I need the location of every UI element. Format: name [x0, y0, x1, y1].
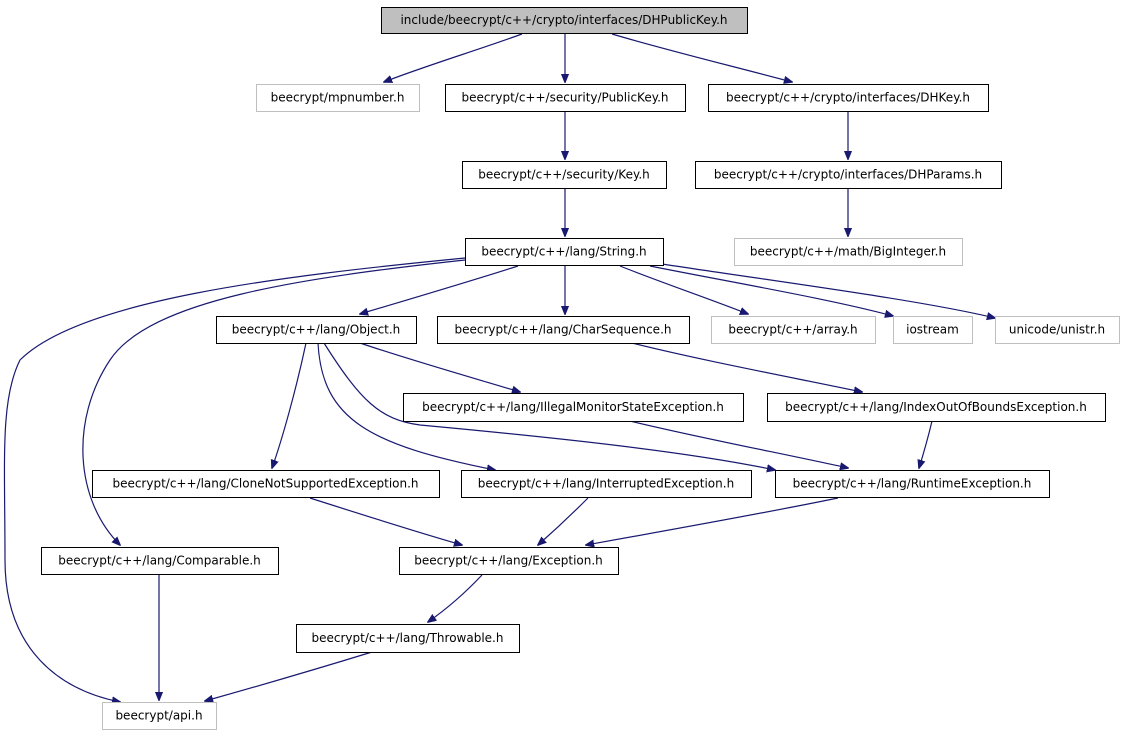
node-box-unistr[interactable] [995, 316, 1120, 344]
edge-interrupted-to-exception [538, 497, 589, 545]
edge-object-to-illegalmonitor [359, 342, 520, 392]
node-box-indexoutofbounds[interactable] [767, 393, 1106, 422]
node-throwable[interactable]: beecrypt/c++/lang/Throwable.h [296, 624, 520, 653]
node-label-runtime: beecrypt/c++/lang/RuntimeException.h [793, 477, 1032, 491]
node-exception[interactable]: beecrypt/c++/lang/Exception.h [399, 547, 619, 575]
node-label-object: beecrypt/c++/lang/Object.h [232, 323, 401, 337]
edge-exception-to-throwable [428, 574, 483, 622]
edge-string-to-object [360, 265, 519, 314]
node-label-iostream: iostream [906, 323, 959, 337]
node-box-dhpublickey[interactable] [381, 7, 748, 34]
node-box-runtime[interactable] [775, 470, 1050, 498]
edge-dhpublickey-to-dhkey [611, 33, 792, 82]
node-string[interactable]: beecrypt/c++/lang/String.h [465, 238, 664, 266]
node-box-iostream[interactable] [893, 316, 973, 344]
node-label-key: beecrypt/c++/security/Key.h [478, 168, 650, 182]
node-clonenotsupported[interactable]: beecrypt/c++/lang/CloneNotSupportedExcep… [92, 470, 440, 498]
node-box-string[interactable] [465, 238, 664, 266]
node-label-publickey: beecrypt/c++/security/PublicKey.h [461, 91, 668, 105]
node-comparable[interactable]: beecrypt/c++/lang/Comparable.h [41, 547, 279, 575]
edge-illegalmonitor-to-runtime [629, 420, 848, 468]
node-mpnumber[interactable]: beecrypt/mpnumber.h [256, 84, 420, 112]
node-box-key[interactable] [462, 161, 667, 189]
edge-string-to-api [3, 257, 466, 702]
node-box-object[interactable] [216, 316, 417, 344]
node-api[interactable]: beecrypt/api.h [102, 702, 217, 730]
node-box-illegalmonitor[interactable] [403, 393, 744, 422]
edge-charsequence-to-indexoutofbounds [631, 342, 862, 392]
node-label-api: beecrypt/api.h [115, 709, 202, 723]
node-box-dhkey[interactable] [708, 84, 989, 112]
node-box-clonenotsupported[interactable] [92, 470, 440, 498]
node-box-publickey[interactable] [445, 84, 686, 112]
edge-string-to-comparable [82, 259, 466, 545]
node-label-dhpublickey: include/beecrypt/c++/crypto/interfaces/D… [400, 13, 727, 27]
node-box-dhparams[interactable] [695, 161, 1002, 189]
node-box-array[interactable] [711, 316, 876, 344]
edge-clonenotsupported-to-exception [309, 497, 462, 545]
node-publickey[interactable]: beecrypt/c++/security/PublicKey.h [445, 84, 686, 112]
node-key[interactable]: beecrypt/c++/security/Key.h [462, 161, 667, 189]
node-label-unistr: unicode/unistr.h [1009, 323, 1105, 337]
node-charsequence[interactable]: beecrypt/c++/lang/CharSequence.h [437, 316, 690, 344]
node-indexoutofbounds[interactable]: beecrypt/c++/lang/IndexOutOfBoundsExcept… [767, 393, 1106, 422]
edge-runtime-to-exception [586, 497, 839, 545]
node-interrupted[interactable]: beecrypt/c++/lang/InterruptedException.h [461, 470, 752, 498]
edge-object-to-interrupted [317, 342, 495, 470]
node-object[interactable]: beecrypt/c++/lang/Object.h [216, 316, 417, 344]
nodes-layer: include/beecrypt/c++/crypto/interfaces/D… [41, 7, 1120, 730]
edge-dhpublickey-to-mpnumber [384, 33, 523, 82]
node-label-charsequence: beecrypt/c++/lang/CharSequence.h [455, 323, 672, 337]
node-label-array: beecrypt/c++/array.h [728, 323, 857, 337]
node-box-charsequence[interactable] [437, 316, 690, 344]
node-label-interrupted: beecrypt/c++/lang/InterruptedException.h [478, 477, 734, 491]
edge-indexoutofbounds-to-runtime [919, 420, 933, 468]
edge-string-to-iostream [649, 265, 893, 316]
node-box-comparable[interactable] [41, 547, 279, 575]
node-biginteger[interactable]: beecrypt/c++/math/BigInteger.h [734, 238, 963, 266]
node-label-string: beecrypt/c++/lang/String.h [481, 245, 646, 259]
node-label-throwable: beecrypt/c++/lang/Throwable.h [312, 631, 504, 645]
node-box-throwable[interactable] [296, 624, 520, 653]
node-dhparams[interactable]: beecrypt/c++/crypto/interfaces/DHParams.… [695, 161, 1002, 189]
node-label-comparable: beecrypt/c++/lang/Comparable.h [58, 554, 261, 568]
node-array[interactable]: beecrypt/c++/array.h [711, 316, 876, 344]
node-box-interrupted[interactable] [461, 470, 752, 498]
node-label-dhparams: beecrypt/c++/crypto/interfaces/DHParams.… [714, 168, 982, 182]
edges-layer [3, 33, 995, 702]
edge-string-to-unistr [661, 263, 995, 318]
node-box-exception[interactable] [399, 547, 619, 575]
node-dhpublickey[interactable]: include/beecrypt/c++/crypto/interfaces/D… [381, 7, 748, 34]
node-label-indexoutofbounds: beecrypt/c++/lang/IndexOutOfBoundsExcept… [785, 400, 1087, 414]
node-label-clonenotsupported: beecrypt/c++/lang/CloneNotSupportedExcep… [112, 477, 418, 491]
node-label-biginteger: beecrypt/c++/math/BigInteger.h [750, 245, 946, 259]
edge-string-to-array [619, 265, 748, 314]
node-label-dhkey: beecrypt/c++/crypto/interfaces/DHKey.h [726, 91, 970, 105]
node-illegalmonitor[interactable]: beecrypt/c++/lang/IllegalMonitorStateExc… [403, 393, 744, 422]
node-runtime[interactable]: beecrypt/c++/lang/RuntimeException.h [775, 470, 1050, 498]
node-label-exception: beecrypt/c++/lang/Exception.h [414, 554, 603, 568]
edge-throwable-to-api [205, 651, 373, 701]
edge-object-to-clonenotsupported [272, 342, 307, 468]
node-iostream[interactable]: iostream [893, 316, 973, 344]
node-unistr[interactable]: unicode/unistr.h [995, 316, 1120, 344]
node-label-mpnumber: beecrypt/mpnumber.h [271, 91, 405, 105]
node-dhkey[interactable]: beecrypt/c++/crypto/interfaces/DHKey.h [708, 84, 989, 112]
node-box-api[interactable] [102, 702, 217, 730]
node-box-biginteger[interactable] [734, 238, 963, 266]
node-box-mpnumber[interactable] [256, 84, 420, 112]
node-label-illegalmonitor: beecrypt/c++/lang/IllegalMonitorStateExc… [422, 400, 724, 414]
edge-object-to-runtime [323, 342, 775, 470]
